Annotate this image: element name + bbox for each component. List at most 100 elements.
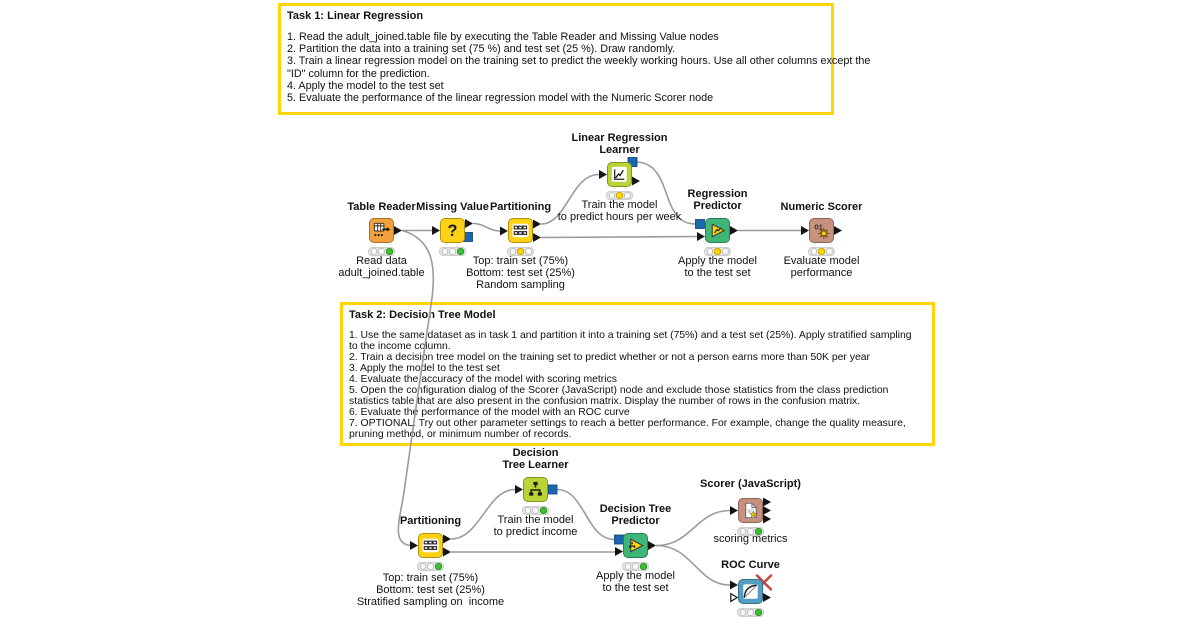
status-dot xyxy=(427,563,434,570)
output-port[interactable] xyxy=(632,176,640,186)
annotation-line: 3. Apply the model to the test set xyxy=(349,363,500,374)
wire-partitioning1-regpredictor[interactable] xyxy=(540,235,698,239)
model-output-port[interactable] xyxy=(547,484,558,495)
node-caption-line: Apply the model xyxy=(596,570,675,582)
annotation-box-task2[interactable]: Task 2: Decision Tree Model 1. Use the s… xyxy=(340,302,935,446)
node-caption-line: Train the model xyxy=(497,514,574,526)
node-label-scorer-javascript: Scorer (JavaScript) xyxy=(700,478,801,490)
model-input-port[interactable] xyxy=(695,219,705,229)
annotation-box-task1[interactable]: Task 1: Linear Regression 1. Read the ad… xyxy=(278,3,870,115)
status-dot xyxy=(624,192,631,199)
input-port[interactable] xyxy=(515,485,523,494)
status-dot xyxy=(755,528,762,535)
node-label-numeric-scorer: Numeric Scorer xyxy=(781,201,863,213)
node-linear-regression-learner[interactable] xyxy=(607,162,632,187)
input-port[interactable] xyxy=(697,232,705,241)
node-label-partitioning-task1: Partitioning xyxy=(490,201,551,213)
input-port[interactable] xyxy=(432,226,440,235)
node-table-reader[interactable] xyxy=(369,218,394,243)
output-port[interactable] xyxy=(394,226,402,235)
roc-curve-icon xyxy=(739,580,762,603)
node-partitioning-task2[interactable] xyxy=(418,533,443,558)
node-regression-predictor[interactable] xyxy=(705,218,730,243)
node-decision-tree-learner[interactable] xyxy=(523,477,548,502)
annotation-line: 6. Evaluate the performance of the model… xyxy=(349,407,630,418)
wire-missingvalue-partitioning1[interactable] xyxy=(472,222,501,232)
wire-partitioning2-dtlearner[interactable] xyxy=(450,488,516,540)
table-reader-icon xyxy=(370,219,393,242)
output-port[interactable] xyxy=(443,534,451,544)
status-dot xyxy=(457,248,464,255)
traffic-light-regression-predictor xyxy=(704,247,731,256)
input-port[interactable] xyxy=(801,226,809,235)
wire-lrlearner-regpredictor-model[interactable] xyxy=(636,161,696,225)
status-dot xyxy=(524,507,531,514)
annotation-body-task2: 1. Use the same dataset as in task 1 and… xyxy=(349,330,926,440)
node-label-missing-value: Missing Value xyxy=(416,201,489,213)
node-scorer-javascript[interactable] xyxy=(738,498,763,523)
node-missing-value[interactable]: ? xyxy=(440,218,465,243)
annotation-line: to the income column. xyxy=(349,341,451,352)
traffic-light-linear-regression-learner xyxy=(606,191,633,200)
output-port[interactable] xyxy=(648,541,656,550)
partitioning-icon xyxy=(509,219,532,242)
status-dot xyxy=(818,248,825,255)
node-roc-curve[interactable] xyxy=(738,579,763,604)
wire-partitioning1-lrlearner[interactable] xyxy=(540,173,600,225)
output-port[interactable] xyxy=(763,497,771,507)
status-dot xyxy=(739,528,746,535)
status-dot xyxy=(624,563,631,570)
output-port[interactable] xyxy=(443,547,451,557)
annotation-title-task2: Task 2: Decision Tree Model xyxy=(349,309,496,321)
input-port[interactable] xyxy=(500,226,508,236)
status-dot xyxy=(449,248,456,255)
input-port[interactable] xyxy=(599,170,607,179)
node-numeric-scorer[interactable]: 01 xyxy=(809,218,834,243)
status-dot xyxy=(386,248,393,255)
status-dot xyxy=(525,248,532,255)
annotation-line: "ID" column for the prediction. xyxy=(287,67,430,80)
wire-dtpredictor-scorerjs[interactable] xyxy=(655,509,731,547)
output-port[interactable] xyxy=(834,226,842,235)
question-mark-icon: ? xyxy=(441,219,464,242)
status-dot xyxy=(632,563,639,570)
output-port[interactable] xyxy=(533,219,541,229)
node-label-roc-curve: ROC Curve xyxy=(721,559,780,571)
output-port[interactable] xyxy=(763,593,771,602)
input-port[interactable] xyxy=(730,580,738,590)
node-decision-tree-predictor[interactable] xyxy=(623,533,648,558)
input-port[interactable] xyxy=(615,547,623,556)
wire-tablereader-partitioning2[interactable] xyxy=(397,229,435,547)
svg-text:?: ? xyxy=(448,222,458,240)
output-port[interactable] xyxy=(465,219,473,228)
node-caption-line: adult_joined.table xyxy=(338,266,425,279)
traffic-light-numeric-scorer xyxy=(808,247,835,256)
optional-input-port[interactable] xyxy=(730,592,739,603)
status-dot xyxy=(435,563,442,570)
output-port[interactable] xyxy=(730,226,738,235)
wire-dtpredictor-roccurve[interactable] xyxy=(655,544,731,586)
node-partitioning-task1[interactable] xyxy=(508,218,533,243)
status-dot xyxy=(706,248,713,255)
node-caption-line: to the test set xyxy=(602,581,669,594)
traffic-light-partitioning-task1 xyxy=(507,247,534,256)
output-port[interactable] xyxy=(533,233,541,242)
status-dot xyxy=(517,248,524,255)
input-port[interactable] xyxy=(730,506,738,515)
wire-dtlearner-dtpredictor-model[interactable] xyxy=(556,488,615,541)
node-caption-line: to the test set xyxy=(684,266,751,279)
node-label-line: Predictor xyxy=(693,200,742,212)
output-port[interactable] xyxy=(763,514,771,524)
status-dot xyxy=(722,248,729,255)
node-caption-line: performance xyxy=(790,266,853,279)
annotation-line: statistics table that are also present i… xyxy=(349,396,861,407)
regression-chart-icon xyxy=(608,163,631,186)
node-caption-line: Read data xyxy=(356,255,407,267)
status-dot xyxy=(378,248,385,255)
output-port[interactable] xyxy=(763,506,771,515)
input-port[interactable] xyxy=(410,541,418,550)
